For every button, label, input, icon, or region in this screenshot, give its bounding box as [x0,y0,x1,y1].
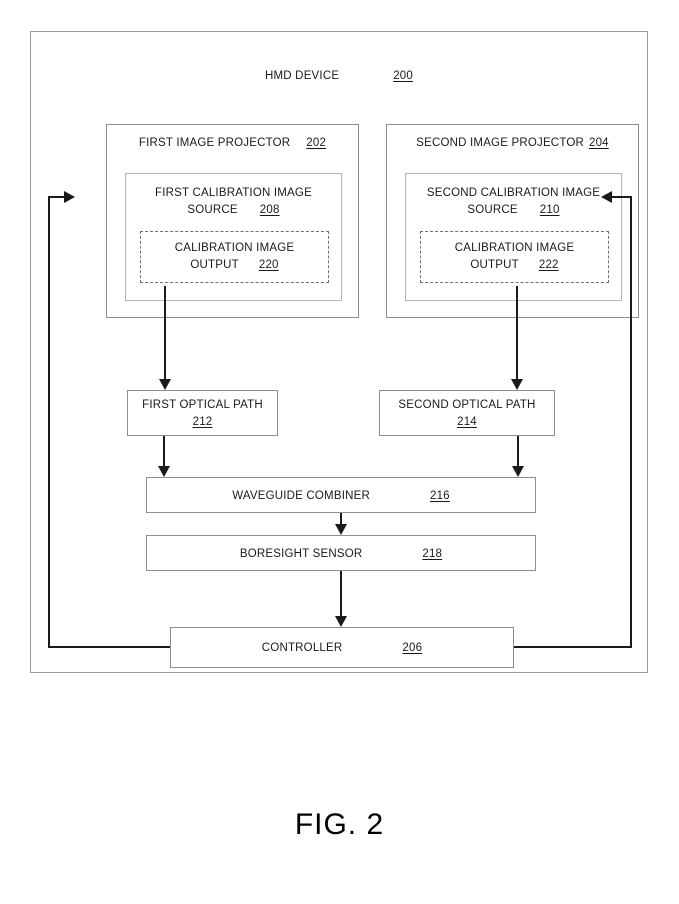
connector-waveguide-to-boresight [340,513,342,524]
waveguide-combiner-title: WAVEGUIDE COMBINER [232,490,370,502]
second-optical-path-title: SECOND OPTICAL PATH [398,399,536,411]
second-calibration-source-label: SOURCE [467,204,518,216]
first-calibration-output-ref: 220 [258,259,279,271]
second-optical-path-text: SECOND OPTICAL PATH 214 [380,397,554,431]
first-calibration-output-label: OUTPUT [190,259,239,271]
first-image-projector-ref: 202 [306,137,327,149]
arrowhead-controller-to-projector1 [64,191,75,203]
boresight-sensor-box: BORESIGHT SENSOR 218 [146,535,536,571]
hmd-device-ref: 200 [393,70,413,82]
controller-ref: 206 [402,642,423,654]
first-calibration-source-label: SOURCE [187,204,238,216]
first-calibration-source-ref: 208 [259,204,280,216]
connector-projector2-to-optical2 [516,286,518,379]
first-optical-path-box: FIRST OPTICAL PATH 212 [127,390,278,436]
second-calibration-output-label: OUTPUT [470,259,519,271]
connector-boresight-to-controller [340,571,342,616]
second-calibration-source-line1: SECOND CALIBRATION IMAGE [426,187,601,199]
waveguide-combiner-box: WAVEGUIDE COMBINER 216 [146,477,536,513]
boresight-sensor-text: BORESIGHT SENSOR 218 [147,546,535,563]
hmd-device-frame: HMD DEVICE 200 FIRST IMAGE PROJECTOR 202 F… [30,31,648,673]
connector-controller-left-up [48,197,50,648]
connector-optical2-to-waveguide [517,436,519,466]
second-calibration-image-source-header: SECOND CALIBRATION IMAGE SOURCE 210 [406,185,621,219]
connector-optical1-to-waveguide [163,436,165,466]
second-calibration-image-source-box: SECOND CALIBRATION IMAGE SOURCE 210 CALIB… [405,173,622,301]
arrowhead-controller-to-projector2 [601,191,612,203]
connector-controller-right-in [612,196,632,198]
controller-box: CONTROLLER 206 [170,627,514,668]
first-calibration-output-text: CALIBRATION IMAGE OUTPUT 220 [141,240,328,274]
arrowhead-projector2-to-optical2 [511,379,523,390]
first-calibration-source-line1: FIRST CALIBRATION IMAGE [155,187,312,199]
first-image-projector-title: FIRST IMAGE PROJECTOR [138,137,291,149]
first-calibration-source-line2: SOURCE 208 [126,202,341,219]
hmd-device-title-text: HMD DEVICE [265,70,340,82]
connector-controller-right-out [514,646,632,648]
arrowhead-projector1-to-optical1 [159,379,171,390]
second-calibration-output-text: CALIBRATION IMAGE OUTPUT 222 [421,240,608,274]
second-calibration-output-line2: OUTPUT 222 [421,257,608,274]
figure-caption: FIG. 2 [294,808,385,841]
first-image-projector-box: FIRST IMAGE PROJECTOR 202 FIRST CALIBRATI… [106,124,359,318]
first-calibration-image-source-box: FIRST CALIBRATION IMAGE SOURCE 208 CALIBR… [125,173,342,301]
arrowhead-optical1-to-waveguide [158,466,170,477]
hmd-device-title: HMD DEVICE 200 [31,70,647,82]
first-calibration-output-line1: CALIBRATION IMAGE [174,242,295,254]
second-calibration-output-ref: 222 [538,259,559,271]
second-image-projector-title: SECOND IMAGE PROJECTOR [416,137,584,149]
second-calibration-output-line1: CALIBRATION IMAGE [454,242,575,254]
connector-controller-right-up [630,197,632,648]
waveguide-combiner-text: WAVEGUIDE COMBINER 216 [147,488,535,505]
second-calibration-image-output-box: CALIBRATION IMAGE OUTPUT 222 [420,231,609,283]
second-optical-path-ref: 214 [457,416,477,428]
first-optical-path-ref: 212 [192,416,213,428]
arrowhead-optical2-to-waveguide [512,466,524,477]
controller-text: CONTROLLER 206 [171,640,513,657]
controller-title: CONTROLLER [261,642,343,654]
second-calibration-source-line2: SOURCE 210 [406,202,621,219]
second-optical-path-box: SECOND OPTICAL PATH 214 [379,390,555,436]
connector-controller-left-out [48,646,170,648]
boresight-sensor-ref: 218 [422,548,443,560]
connector-projector1-to-optical1 [164,286,166,379]
arrowhead-boresight-to-controller [335,616,347,627]
waveguide-combiner-ref: 216 [429,490,450,502]
second-image-projector-ref: 204 [588,137,609,149]
first-calibration-image-source-header: FIRST CALIBRATION IMAGE SOURCE 208 [126,185,341,219]
first-calibration-image-output-box: CALIBRATION IMAGE OUTPUT 220 [140,231,329,283]
arrowhead-waveguide-to-boresight [335,524,347,535]
second-image-projector-box: SECOND IMAGE PROJECTOR 204 SECOND CALIBRA… [386,124,639,318]
first-optical-path-text: FIRST OPTICAL PATH 212 [128,397,277,431]
second-image-projector-header: SECOND IMAGE PROJECTOR 204 [387,137,638,149]
first-optical-path-title: FIRST OPTICAL PATH [142,399,263,411]
second-calibration-source-ref: 210 [539,204,560,216]
boresight-sensor-title: BORESIGHT SENSOR [239,548,363,560]
connector-controller-left-in [48,196,68,198]
first-image-projector-header: FIRST IMAGE PROJECTOR 202 [107,137,358,149]
first-calibration-output-line2: OUTPUT 220 [141,257,328,274]
